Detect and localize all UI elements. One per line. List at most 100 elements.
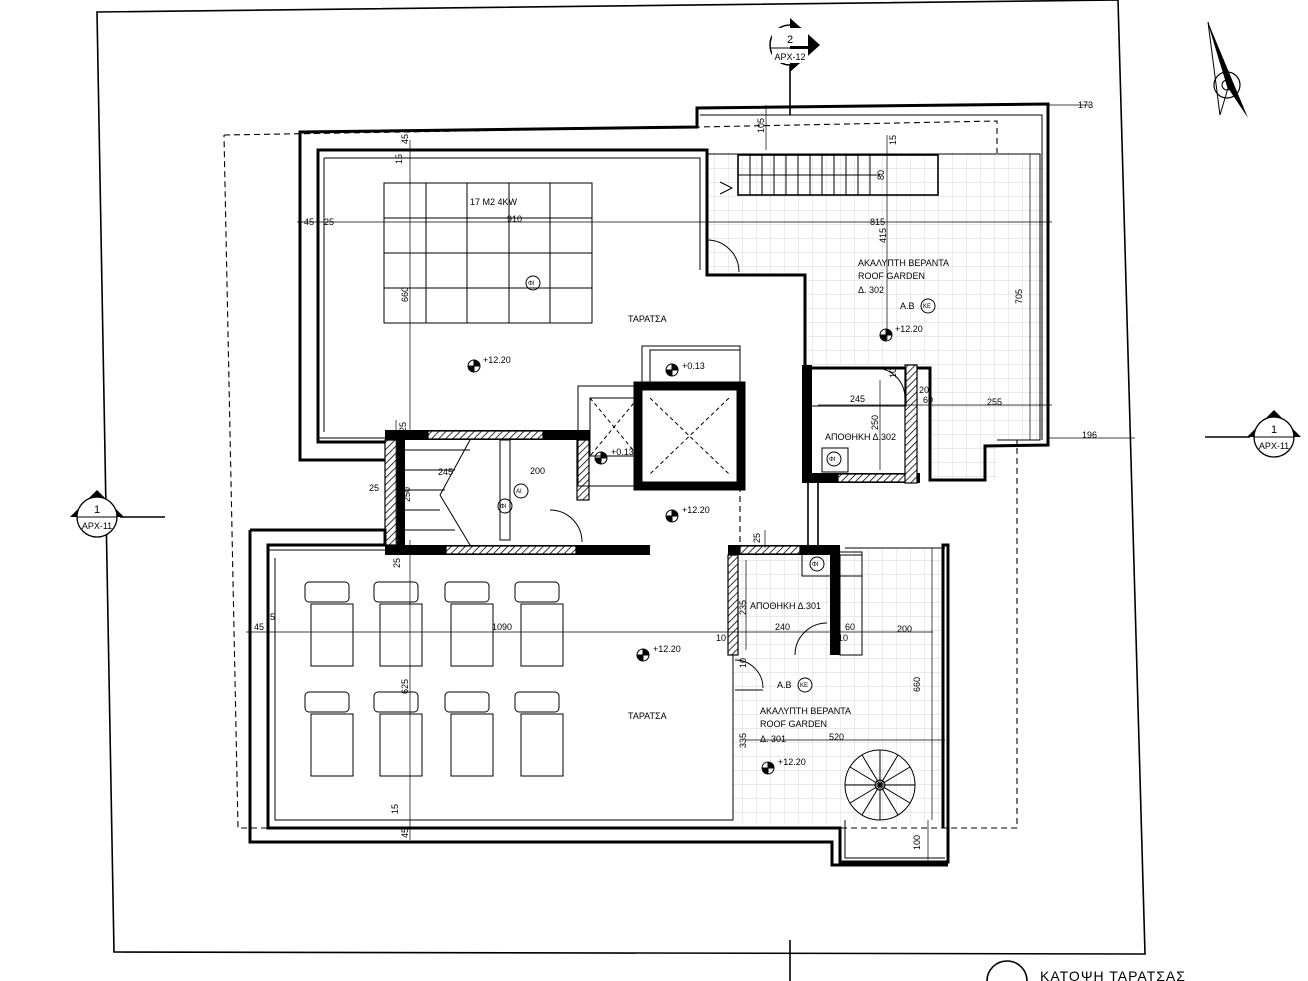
roof-garden-302-tiles [707, 153, 1045, 480]
label-storage-302: ΑΠΟΘΗΚΗ Δ.302 [825, 432, 896, 442]
dim-15d: 15 [390, 804, 400, 814]
dim-250b: 250 [402, 487, 412, 502]
dim-15a: 15 [888, 135, 898, 145]
dim-45b: 45 [304, 217, 314, 227]
lift-shaft [577, 345, 746, 491]
dim-25e: 25 [392, 558, 402, 568]
dim-25c: 25 [369, 483, 379, 493]
door-swing-302 [706, 239, 740, 273]
spiral-stair [844, 749, 916, 821]
level-center: +12.20 [682, 505, 710, 515]
title-circle [986, 960, 1028, 981]
dim-910: 910 [507, 214, 522, 224]
dim-200b: 200 [897, 624, 912, 634]
dim-625: 625 [400, 679, 410, 694]
stair-core [384, 430, 650, 555]
dim-660b: 660 [912, 677, 922, 692]
dim-100: 100 [912, 835, 922, 850]
level-shaft-top: +0.13 [682, 361, 705, 371]
dim-245: 245 [850, 394, 865, 404]
lower-terrace-inner [268, 547, 945, 859]
dim-200a: 200 [530, 466, 545, 476]
section-sheet-right: ΑΡΧ-11 [1259, 441, 1289, 451]
dim-173: 173 [1078, 100, 1093, 110]
dim-10d: 10 [738, 658, 748, 668]
level-garden-301: +12.20 [778, 757, 806, 767]
dim-10a: 10 [888, 368, 898, 378]
dim-335: 335 [738, 733, 748, 748]
dim-5: 5 [270, 612, 275, 622]
lower-terrace-parapet [248, 528, 950, 867]
level-markers [467, 328, 893, 775]
section-sheet-left: ΑΡΧ-11 [82, 521, 112, 531]
symbol-ke-302: ΚΕ [923, 304, 931, 310]
symbol-circles [497, 275, 936, 693]
section-sheet-top: ΑΡΧ-12 [774, 52, 805, 62]
dim-255: 255 [987, 397, 1002, 407]
symbol-fi-panels: ΦΙ [528, 281, 535, 287]
section-number-top: 2 [787, 34, 793, 46]
dim-20: 20 [919, 385, 929, 395]
label-veranda-302-1: ΑΚΑΛΥΠΤΗ ΒΕΡΑΝΤΑ [858, 258, 949, 268]
level-shaft-left: +0.13 [611, 447, 634, 457]
symbol-fi-302: ΦΙ [829, 457, 836, 463]
storage-301-walls [727, 545, 863, 691]
dim-25a: 25 [324, 217, 334, 227]
symbol-fi-core: ΦΙ [500, 504, 507, 510]
section-number-right: 1 [1271, 424, 1277, 436]
dim-105: 105 [756, 118, 766, 133]
dim-45d: 45 [400, 828, 410, 838]
label-ab-301: Α.Β [777, 680, 792, 690]
dim-80: 80 [876, 170, 886, 180]
dimension-lines [246, 104, 1135, 860]
label-veranda-301-2: ROOF GARDEN [760, 719, 827, 729]
label-solar-panels: 17 Μ2 4KW [470, 197, 518, 207]
section-mark-right [1205, 410, 1301, 458]
symbol-fi-301: ΦΙ [812, 562, 819, 568]
stair-302 [719, 154, 939, 196]
dim-245b: 245 [438, 467, 453, 477]
dim-196: 196 [1082, 430, 1097, 440]
label-veranda-301-1: ΑΚΑΛΥΠΤΗ ΒΕΡΑΝΤΑ [760, 706, 851, 716]
level-garden-302: +12.20 [895, 324, 923, 334]
section-number-left: 1 [94, 504, 100, 516]
level-top-roof: +12.20 [483, 355, 511, 365]
symbol-ai-core: ΑΙ [516, 489, 522, 495]
label-taratsa-top: ΤΑΡΑΤΣΑ [628, 314, 667, 324]
dim-45c: 45 [254, 622, 264, 632]
solar-panels [383, 182, 593, 324]
dim-415: 415 [878, 228, 888, 243]
dim-25b: 25 [398, 422, 408, 432]
dim-240: 240 [775, 622, 790, 632]
upper-terrace-inner [317, 114, 1043, 441]
dim-15c: 15 [394, 154, 404, 164]
label-storage-301: ΑΠΟΘΗΚΗ Δ.301 [750, 601, 821, 611]
storage-302-walls [802, 364, 920, 545]
section-mark-left [70, 490, 165, 538]
dim-25d: 25 [752, 533, 762, 543]
label-taratsa-bottom: ΤΑΡΑΤΣΑ [628, 711, 667, 721]
label-veranda-301-3: Δ. 301 [760, 734, 786, 744]
dim-705: 705 [1014, 289, 1024, 304]
dim-60b: 60 [845, 622, 855, 632]
dim-60a: 60 [923, 395, 933, 405]
symbol-ke-301: ΚΕ [800, 683, 808, 689]
dim-250a: 250 [870, 415, 880, 430]
dim-45a: 45 [400, 134, 410, 144]
label-ab-302: Α.Β [900, 301, 915, 311]
dim-520: 520 [829, 732, 844, 742]
dim-660a: 660 [400, 287, 410, 302]
dim-10c: 10 [838, 633, 848, 643]
plot-boundary [96, 0, 1146, 955]
label-veranda-302-3: Δ. 302 [858, 285, 884, 295]
dim-10b: 10 [716, 633, 726, 643]
drawing-title: ΚΑΤΟΨΗ ΤΑΡΑΤΣΑΣ [1040, 968, 1186, 981]
sun-loungers [304, 581, 564, 777]
label-veranda-302-2: ROOF GARDEN [858, 271, 925, 281]
north-arrow-icon [1207, 21, 1248, 118]
dim-815: 815 [870, 217, 885, 227]
dim-235: 235 [738, 600, 748, 615]
level-bottom-roof: +12.20 [653, 644, 681, 654]
section-mark-top [769, 18, 820, 115]
